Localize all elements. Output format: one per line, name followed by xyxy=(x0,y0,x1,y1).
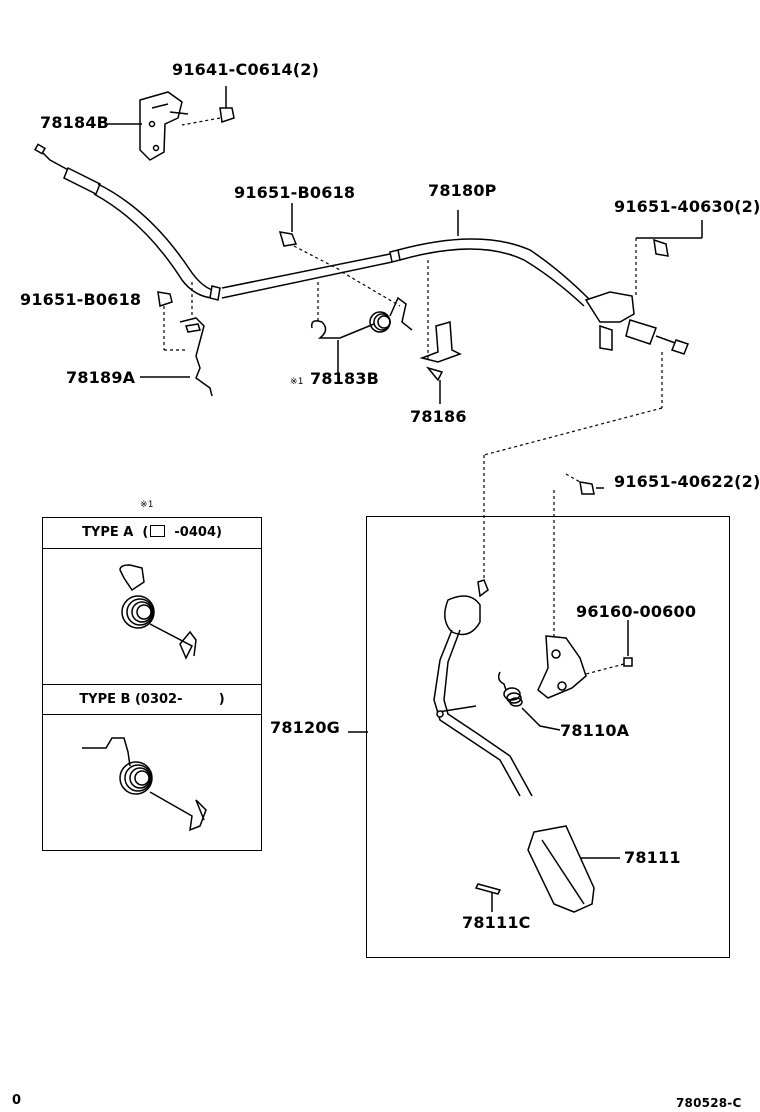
label-nut: 96160-00600 xyxy=(576,602,697,621)
label-clip: 78186 xyxy=(410,407,467,426)
bracket-pedal-part xyxy=(537,620,633,699)
bolt-bracket-part xyxy=(181,86,235,126)
pedal-spring-part xyxy=(497,671,561,731)
label-bolt-bracket: 91641-C0614(2) xyxy=(172,60,320,79)
footer-code: 780528-C xyxy=(676,1096,742,1110)
bracket-part xyxy=(105,91,189,161)
blank-date-box xyxy=(150,525,166,537)
label-clamp: 78189A xyxy=(66,368,136,387)
label-bolt-right: 91651-40630(2) xyxy=(614,197,760,216)
note-mark: ※1 xyxy=(140,500,154,510)
label-pedal-pad: 78111 xyxy=(624,848,681,867)
note-box: TYPE A ( -0404) TYPE B (0302- ) xyxy=(42,517,262,851)
type-a-spring xyxy=(119,564,197,660)
footer-left: 0 xyxy=(12,1093,22,1108)
label-bolt-left: 91651-B0618 xyxy=(20,290,142,309)
clip-part xyxy=(419,260,462,404)
bolt-pedal-part xyxy=(553,473,604,640)
pedal-assembly-box xyxy=(366,516,730,958)
label-pedal-spring: 78110A xyxy=(560,721,630,740)
label-pedal-assy: 78120G xyxy=(270,718,340,737)
label-bolt-cable: 91651-B0618 xyxy=(234,183,356,202)
bolt-cable-part xyxy=(278,203,401,307)
label-spring-note: ※1 xyxy=(290,377,304,387)
spring-part xyxy=(310,282,413,376)
label-bracket: 78184B xyxy=(40,113,110,132)
label-cable: 78180P xyxy=(428,181,497,200)
cable-end-part xyxy=(483,220,703,580)
pedal-pad-part xyxy=(527,825,620,913)
type-a-header: TYPE A ( -0404) xyxy=(43,518,261,549)
clamp-part xyxy=(140,282,213,397)
label-pin: 78111C xyxy=(462,913,531,932)
label-spring: 78183B xyxy=(310,369,380,388)
type-b-spring xyxy=(82,737,207,832)
cable-part xyxy=(34,143,591,307)
pedal-arm-part xyxy=(433,579,533,797)
pin-part xyxy=(474,883,502,912)
label-bolt-pedal: 91651-40622(2) xyxy=(614,472,760,491)
type-b-header: TYPE B (0302- ) xyxy=(43,684,261,715)
